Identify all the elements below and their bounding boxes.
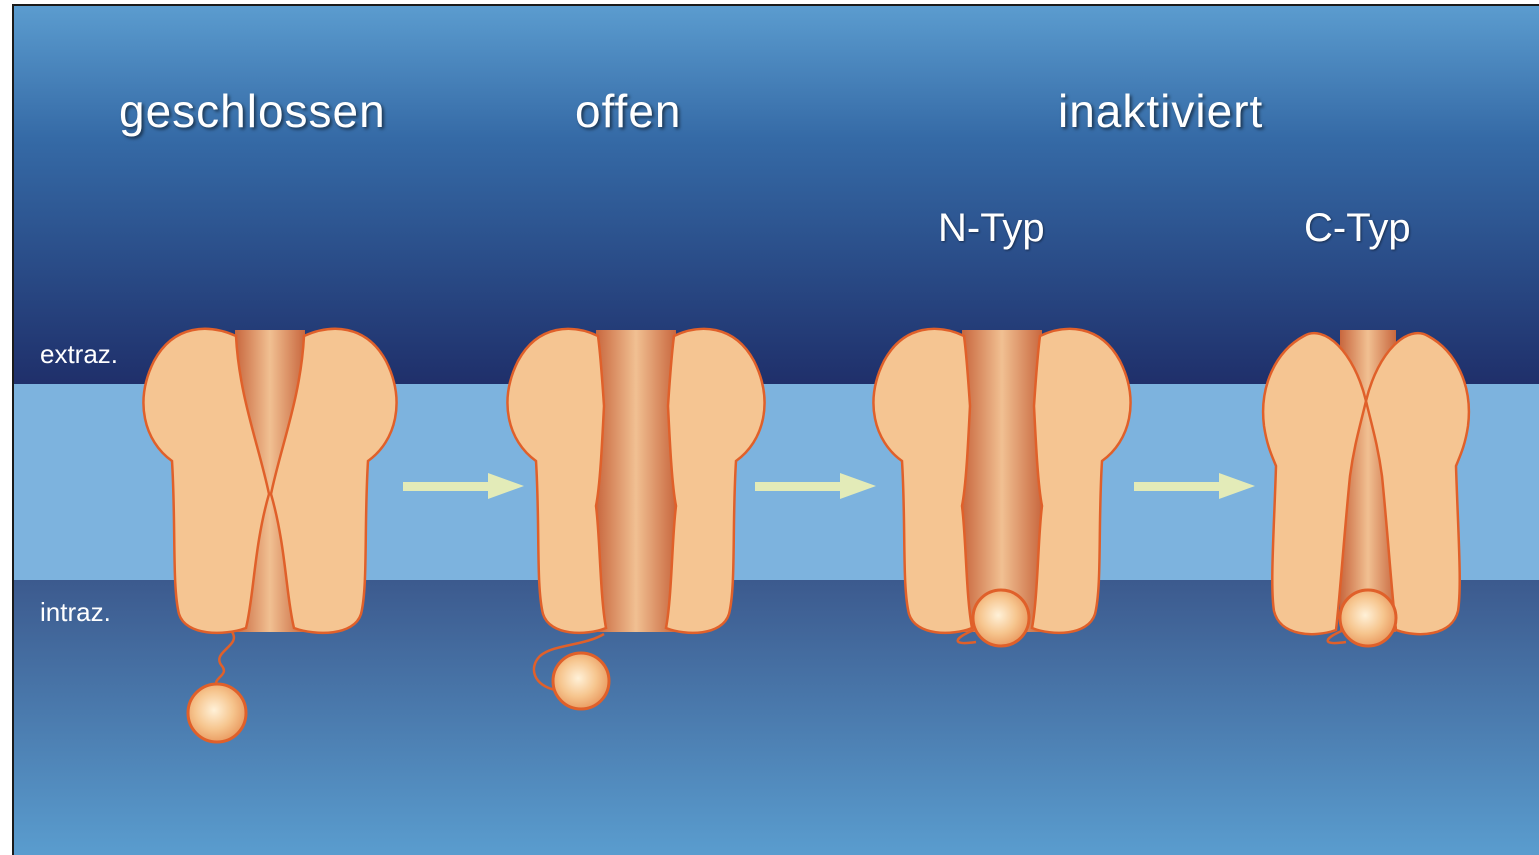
extracellular-space <box>14 6 1539 386</box>
title-closed: geschlossen <box>119 84 386 138</box>
inactivation-ball <box>188 684 246 742</box>
channel-c-type-inactivated <box>1263 330 1469 646</box>
subtitle-c-type: C-Typ <box>1304 206 1411 251</box>
subtitle-n-type: N-Typ <box>938 206 1045 251</box>
title-inactivated: inaktiviert <box>1058 84 1263 138</box>
channel-n-type-inactivated <box>874 329 1131 646</box>
label-extracellular: extraz. <box>40 339 118 370</box>
diagram-frame: geschlossen offen inaktiviert N-Typ C-Ty… <box>12 4 1539 855</box>
inactivation-ball <box>553 653 609 709</box>
inactivation-ball <box>973 590 1029 646</box>
label-intracellular: intraz. <box>40 597 111 628</box>
inactivation-ball <box>1340 590 1396 646</box>
title-open: offen <box>575 84 681 138</box>
